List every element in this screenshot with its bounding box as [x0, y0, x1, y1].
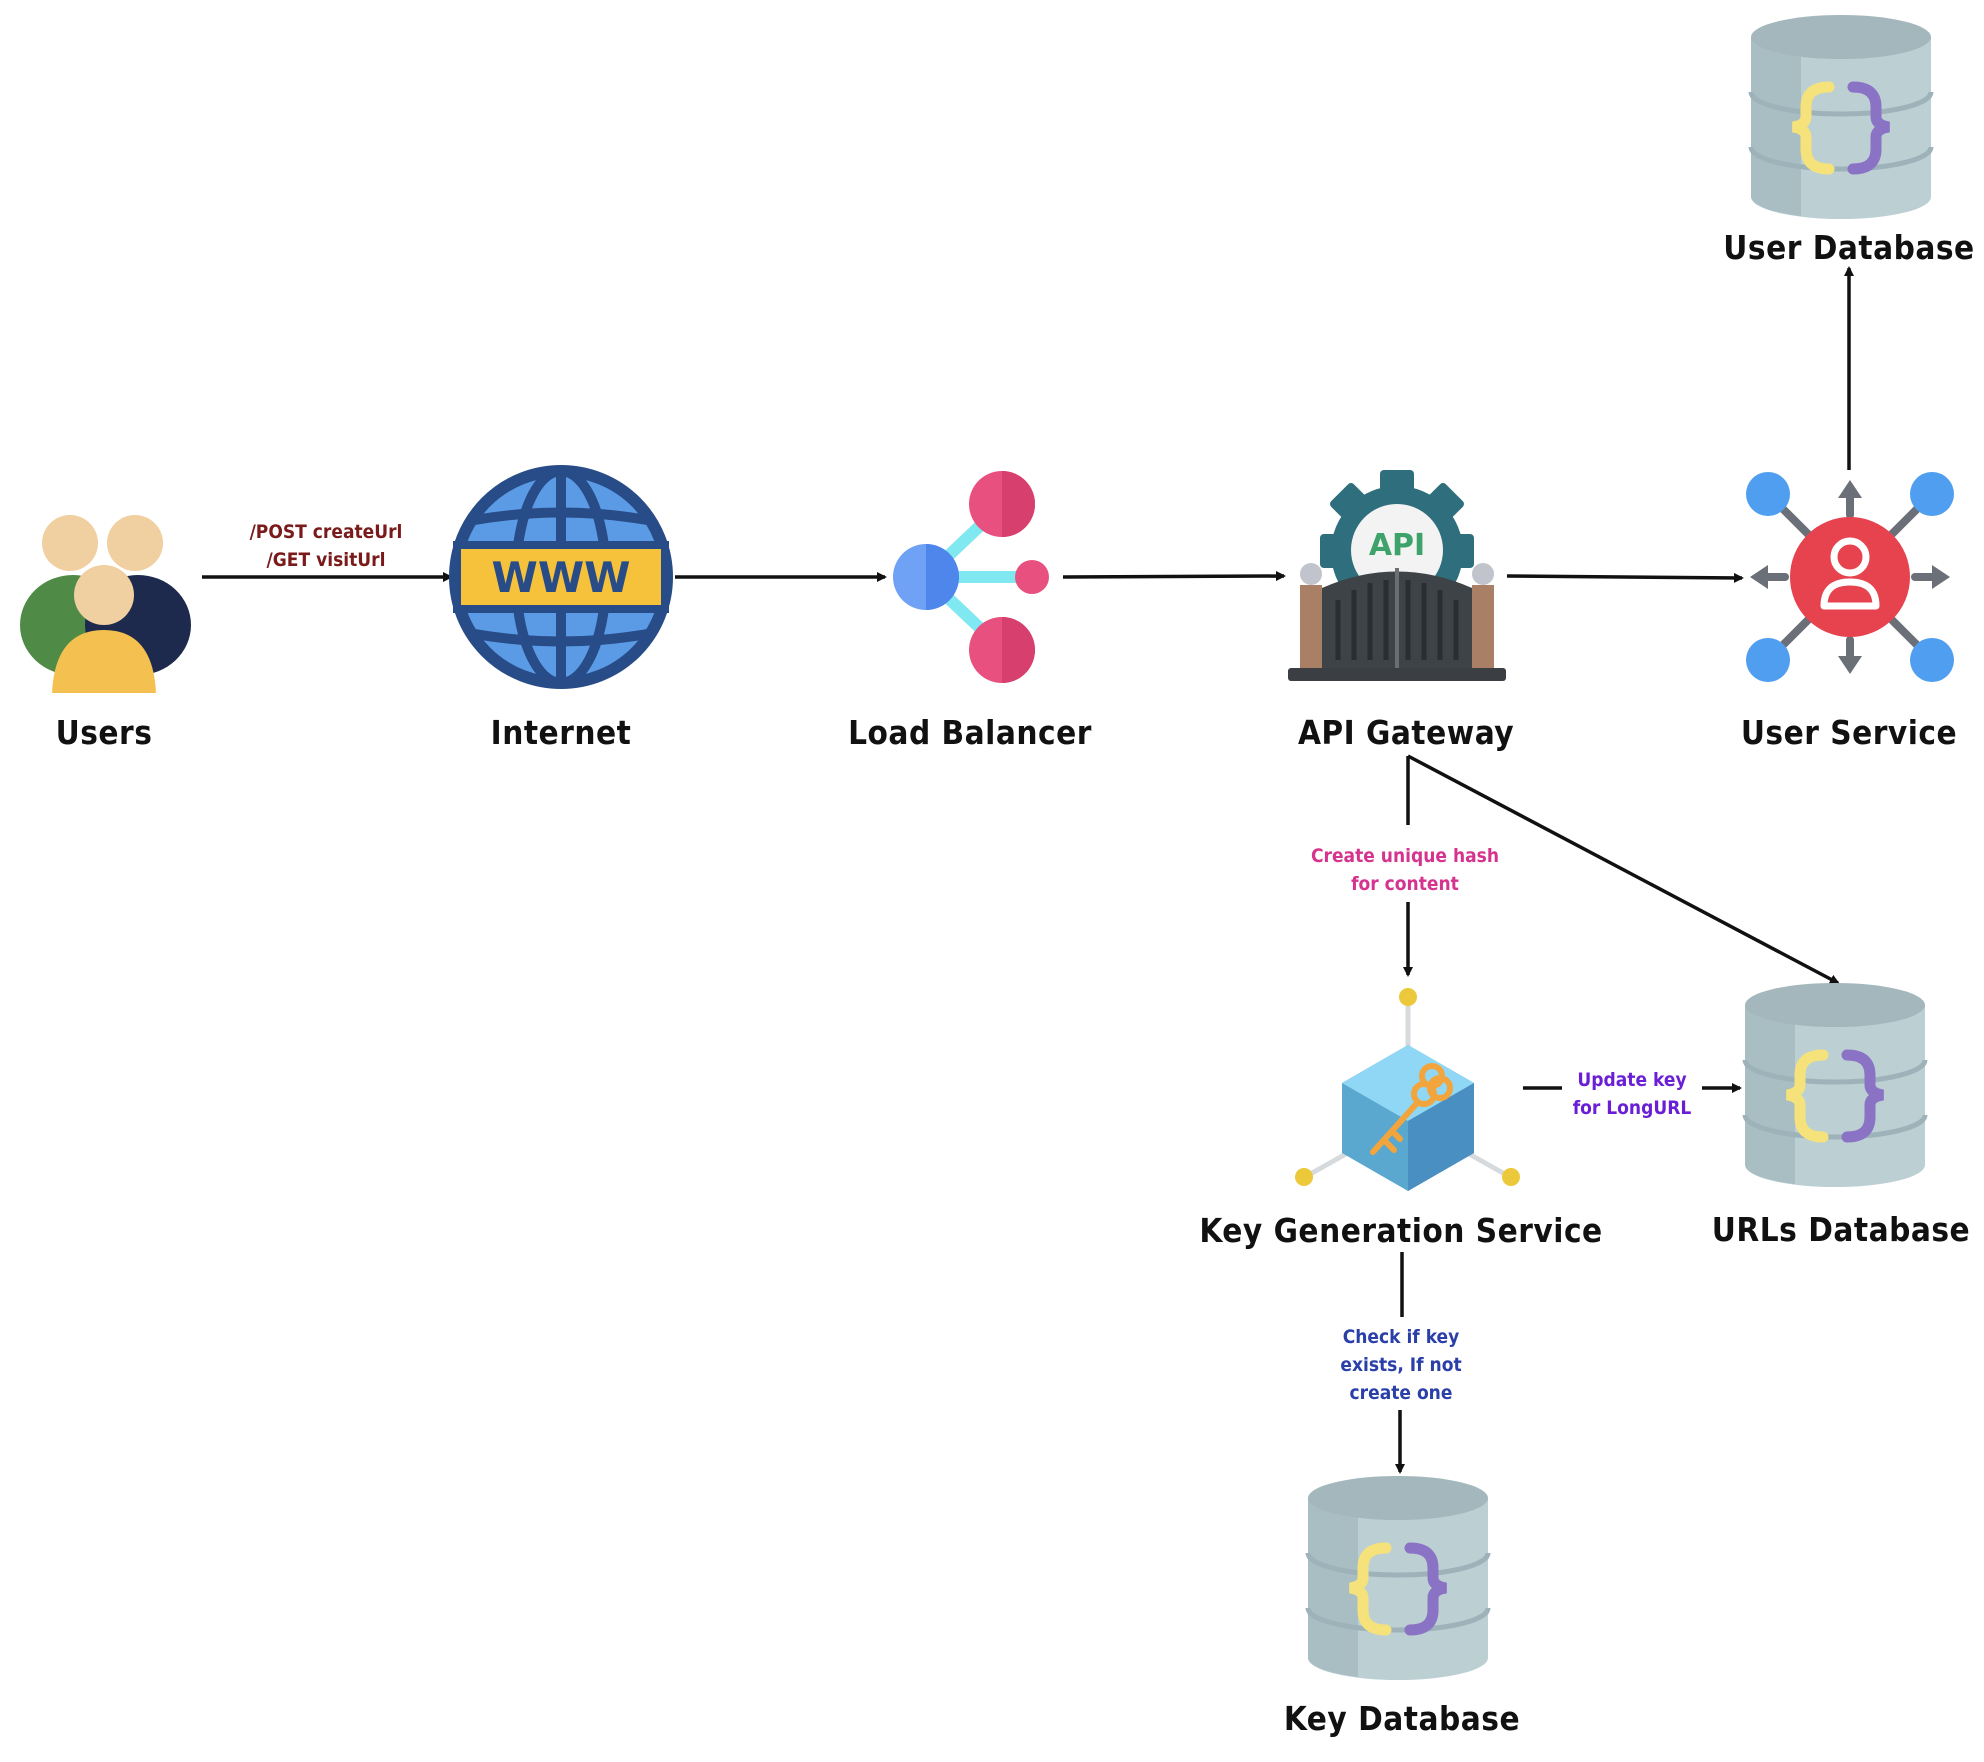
edge-label-users-internet-line2: /GET visitUrl — [267, 549, 386, 571]
www-text: WWW — [492, 553, 631, 602]
edge-label-gateway-keygen-line1: Create unique hash — [1311, 845, 1499, 867]
edge-label-keygen-urls-line2: for LongURL — [1573, 1097, 1692, 1119]
edge-label-gateway-keygen-line2: for content — [1351, 873, 1459, 895]
edge-gateway-userservice — [1506, 572, 1744, 583]
edge-label-keygen-keydb-line2: exists, If not — [1340, 1354, 1461, 1376]
user-service-icon — [1746, 472, 1954, 682]
urls-database-label: URLs Database — [1712, 1210, 1970, 1249]
globe-icon: WWW — [449, 465, 673, 689]
edge-label-users-internet-line1: /POST createUrl — [250, 521, 403, 543]
user-database-label: User Database — [1723, 228, 1974, 267]
key-generation-icon — [1295, 988, 1520, 1191]
urls-database-icon — [1745, 983, 1925, 1187]
key-database-icon — [1308, 1476, 1488, 1680]
user-service-label: User Service — [1741, 713, 1957, 752]
edge-loadbalancer-gateway — [1062, 571, 1286, 582]
edge-label-keygen-urls-line1: Update key — [1577, 1069, 1686, 1091]
internet-label: Internet — [491, 713, 632, 752]
load-balancer-label: Load Balancer — [848, 713, 1092, 752]
edge-gateway-urlsdb — [1407, 754, 1840, 985]
api-text: API — [1369, 528, 1425, 563]
users-label: Users — [56, 713, 153, 752]
edge-label-keygen-keydb-line3: create one — [1350, 1382, 1453, 1404]
api-gateway-label: API Gateway — [1298, 713, 1514, 752]
key-database-label: Key Database — [1284, 1699, 1520, 1738]
key-generation-label: Key Generation Service — [1199, 1211, 1602, 1250]
api-gateway-icon: API — [1288, 470, 1506, 681]
user-database-icon — [1751, 15, 1931, 219]
edge-label-keygen-keydb-line1: Check if key — [1343, 1326, 1460, 1348]
load-balancer-icon — [893, 471, 1049, 683]
users-icon — [20, 515, 191, 693]
